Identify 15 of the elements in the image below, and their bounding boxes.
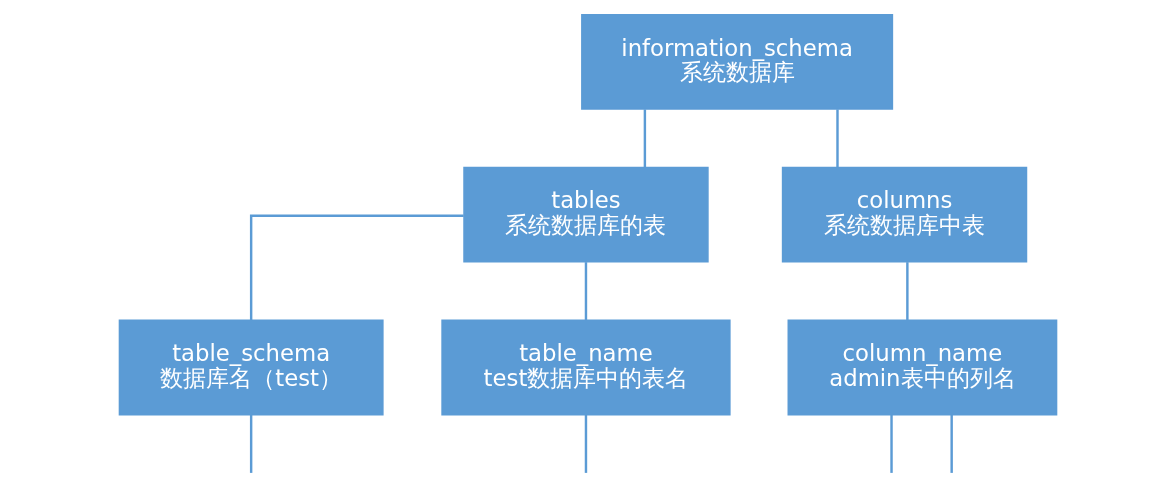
node-box: table_schema 数据库名（test）: [118, 319, 384, 416]
node-box: columns 系统数据库中表: [781, 166, 1028, 263]
connector: [950, 414, 953, 473]
node-box: column_name admin表中的列名: [787, 319, 1058, 416]
connector: [643, 109, 647, 168]
connector: [906, 262, 909, 320]
node-box: table_name test数据库中的表名: [441, 319, 731, 416]
node-box: tables 系统数据库的表: [463, 166, 709, 263]
connector: [890, 414, 893, 473]
connector: [249, 414, 253, 473]
node-box: information_schema 系统数据库: [581, 13, 894, 110]
connector: [249, 214, 464, 321]
connector: [584, 262, 588, 320]
connector: [836, 109, 839, 168]
connector: [584, 414, 588, 473]
